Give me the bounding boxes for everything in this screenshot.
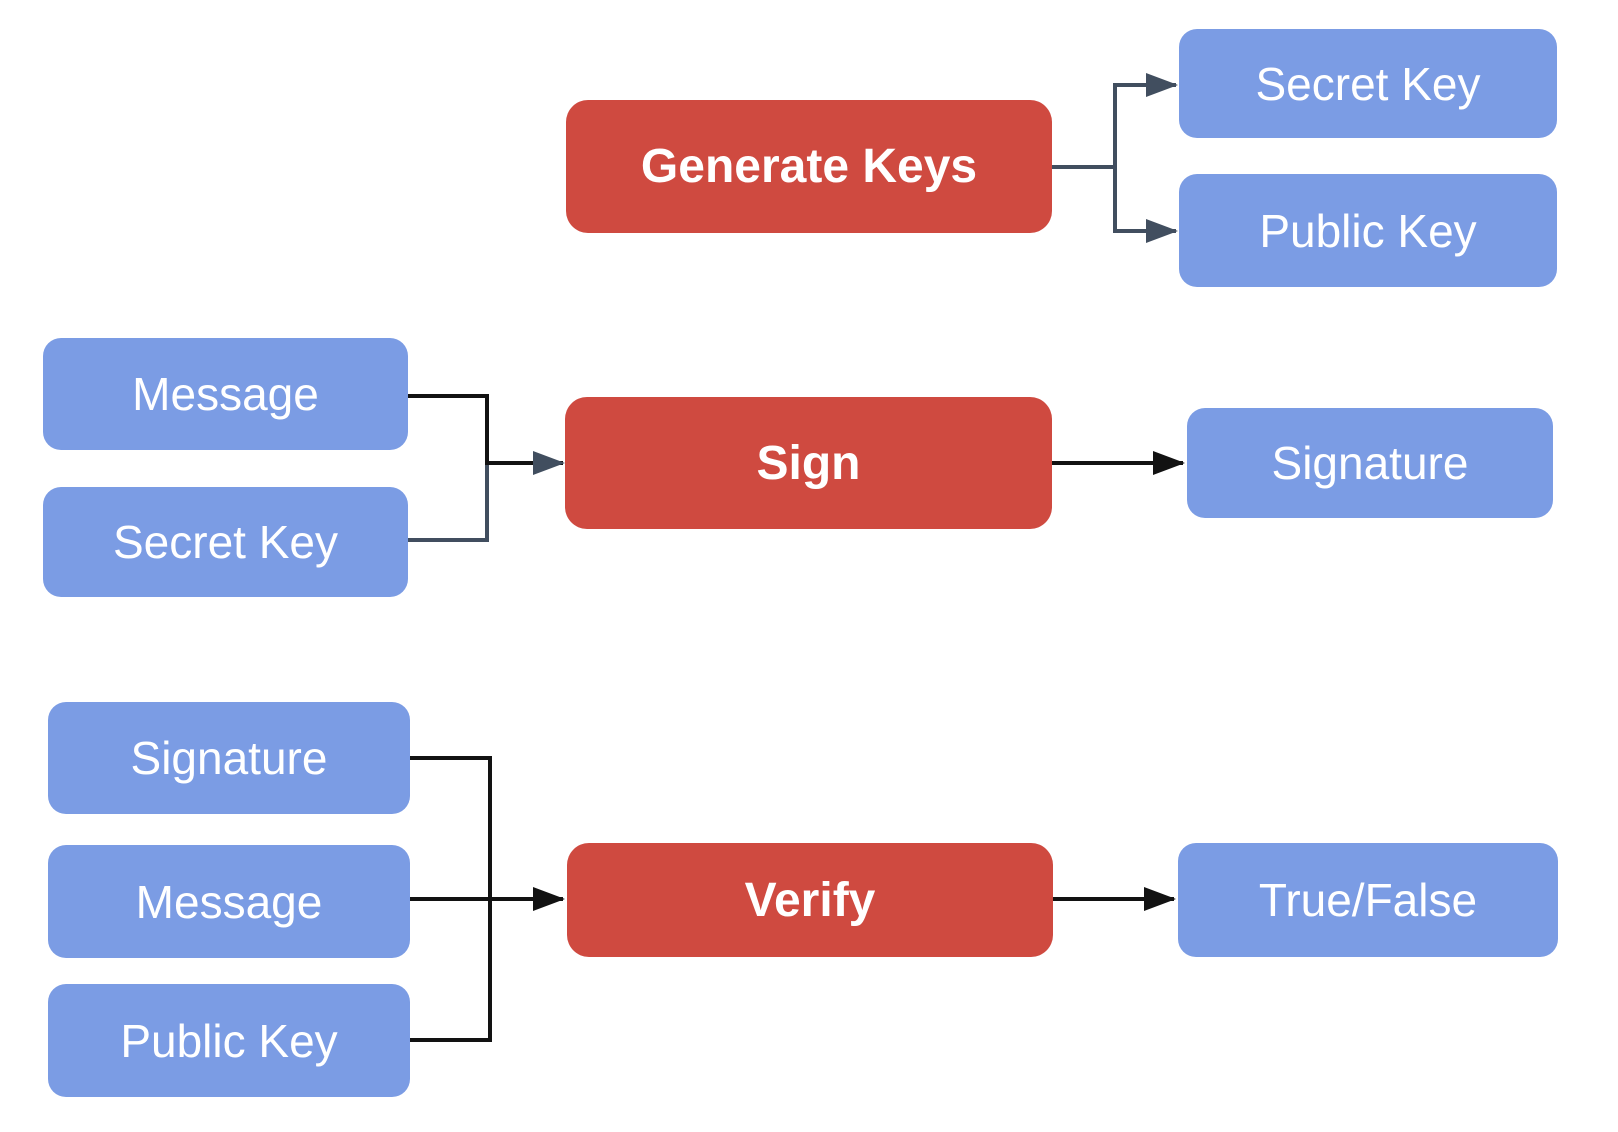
node-signature-verify-input: Signature bbox=[48, 702, 410, 814]
node-public-key-verify-input: Public Key bbox=[48, 984, 410, 1097]
node-secret-key-output-label: Secret Key bbox=[1255, 57, 1481, 110]
node-true-false-result-label: True/False bbox=[1258, 874, 1478, 926]
connector-secret-key-to-sign bbox=[408, 465, 489, 542]
node-signature-output: Signature bbox=[1187, 408, 1553, 518]
node-secret-key-sign-input: Secret Key bbox=[43, 487, 408, 597]
node-message-verify-input: Message bbox=[48, 845, 410, 958]
node-true-false-result: True/False bbox=[1178, 843, 1558, 957]
node-verify: Verify bbox=[567, 843, 1053, 957]
connector-message-to-sign bbox=[408, 394, 565, 475]
node-verify-label: Verify bbox=[744, 873, 876, 927]
node-public-key-output-label: Public Key bbox=[1259, 204, 1477, 257]
node-signature-verify-input-label: Signature bbox=[130, 732, 328, 784]
node-secret-key-sign-input-label: Secret Key bbox=[113, 516, 338, 568]
connector-generate-keys-to-secret-key bbox=[1052, 73, 1178, 169]
node-secret-key-output: Secret Key bbox=[1179, 29, 1557, 138]
node-generate-keys-label: Generate Keys bbox=[640, 140, 978, 193]
node-sign: Sign bbox=[565, 397, 1052, 529]
node-public-key-output: Public Key bbox=[1179, 174, 1557, 287]
node-generate-keys: Generate Keys bbox=[566, 100, 1052, 233]
node-message-verify-input-label: Message bbox=[135, 875, 323, 928]
node-message-sign-input-label: Message bbox=[132, 368, 319, 420]
connector-generate-keys-to-public-key bbox=[1113, 167, 1178, 243]
node-message-sign-input: Message bbox=[43, 338, 408, 450]
connector-verify-input-trunk bbox=[410, 756, 492, 1042]
node-sign-label: Sign bbox=[756, 436, 861, 490]
node-public-key-verify-input-label: Public Key bbox=[120, 1014, 338, 1067]
node-signature-output-label: Signature bbox=[1271, 437, 1469, 489]
